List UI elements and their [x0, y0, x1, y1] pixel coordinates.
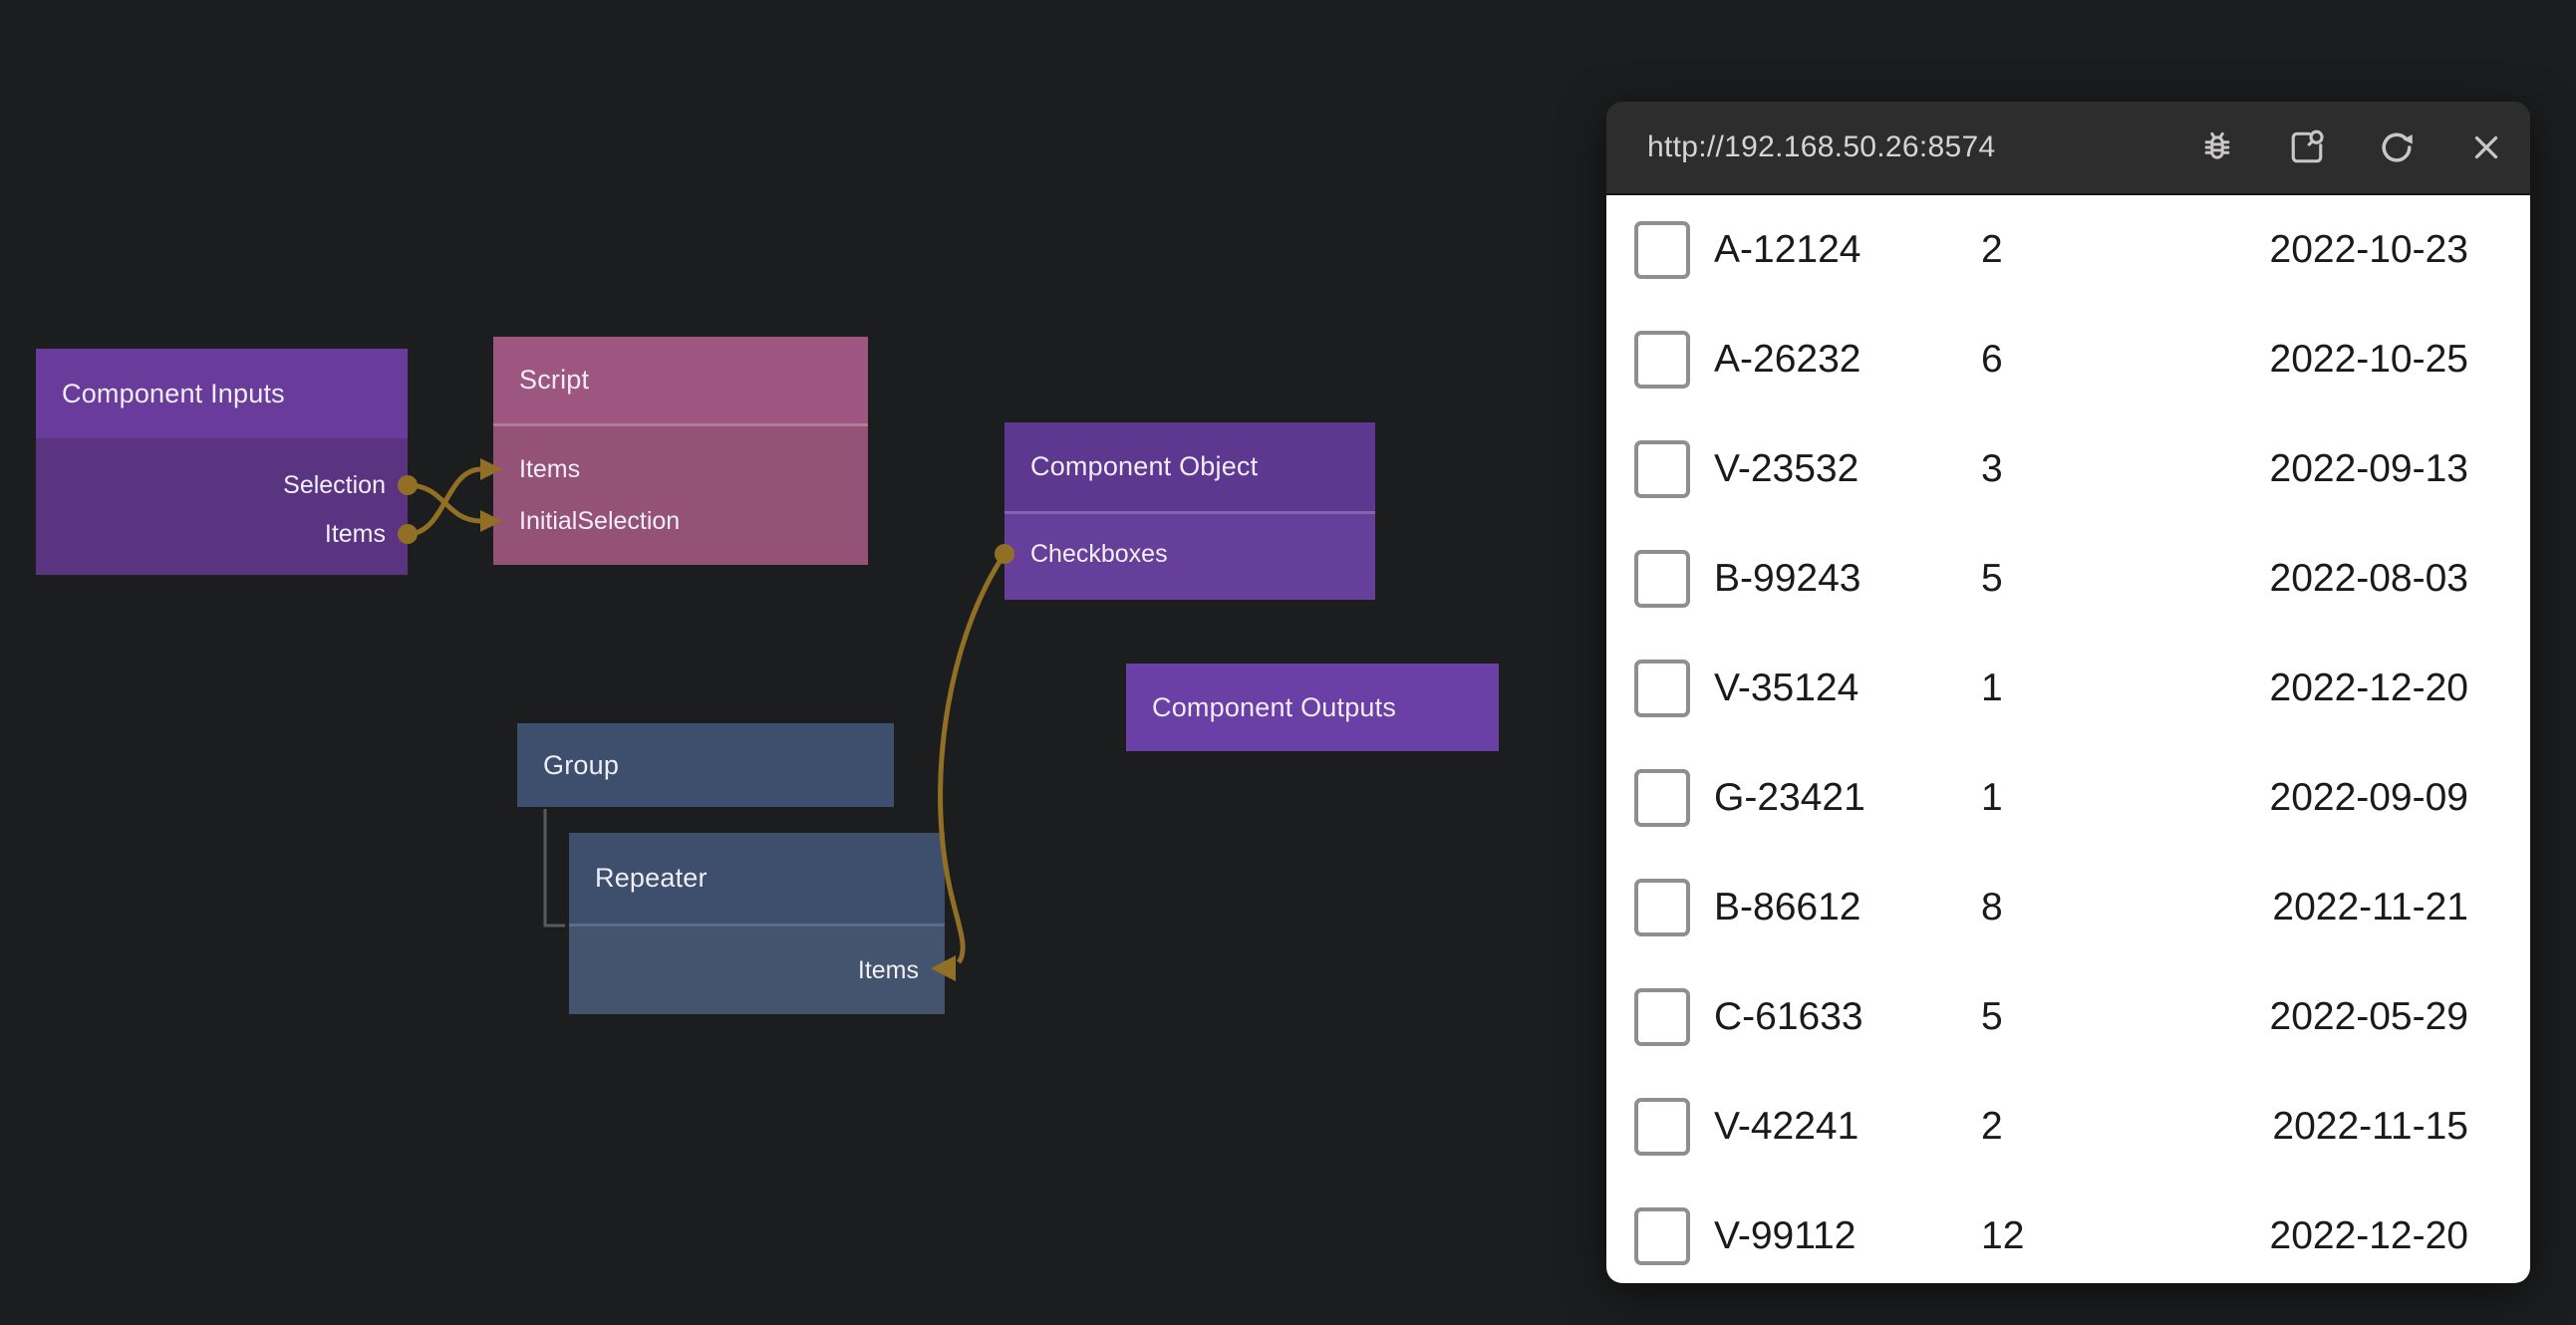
row-qty: 1 — [1981, 666, 2003, 709]
row-date: 2022-05-29 — [2269, 995, 2469, 1038]
row-date: 2022-09-09 — [2269, 776, 2469, 819]
table-row: B-86612 8 2022-11-21 — [1606, 853, 2530, 962]
input-port-items[interactable]: Items — [519, 455, 581, 483]
inspect-page-icon[interactable] — [2285, 126, 2329, 169]
close-icon[interactable] — [2464, 126, 2508, 169]
row-qty: 5 — [1981, 995, 2003, 1038]
table-row: B-99243 5 2022-08-03 — [1606, 524, 2530, 634]
node-component-object[interactable]: Component Object Checkboxes — [1004, 422, 1375, 600]
node-ports: Items — [569, 924, 945, 1014]
row-id: B-99243 — [1714, 557, 1861, 600]
node-repeater[interactable]: Repeater Items — [569, 833, 945, 1014]
refresh-icon[interactable] — [2375, 126, 2419, 169]
row-checkbox[interactable] — [1634, 988, 1690, 1046]
row-qty: 2 — [1981, 1105, 2003, 1148]
node-component-outputs[interactable]: Component Outputs — [1126, 663, 1499, 751]
row-checkbox[interactable] — [1634, 331, 1690, 389]
row-id: B-86612 — [1714, 886, 1861, 928]
table-row: V-42241 2 2022-11-15 — [1606, 1072, 2530, 1182]
row-checkbox[interactable] — [1634, 1098, 1690, 1156]
node-ports: Checkboxes — [1004, 511, 1375, 600]
row-qty: 3 — [1981, 447, 2003, 490]
table-row: V-99112 12 2022-12-20 — [1606, 1182, 2530, 1283]
row-checkbox[interactable] — [1634, 221, 1690, 279]
row-id: G-23421 — [1714, 776, 1865, 819]
table-row: G-23421 1 2022-09-09 — [1606, 743, 2530, 853]
input-port-initialselection[interactable]: InitialSelection — [519, 507, 681, 535]
debug-bug-icon[interactable] — [2195, 126, 2239, 169]
wire-selection-to-initialselection[interactable] — [407, 482, 482, 524]
row-date: 2022-12-20 — [2269, 666, 2469, 709]
row-date: 2022-10-23 — [2269, 228, 2469, 271]
row-date: 2022-09-13 — [2269, 447, 2469, 490]
output-port-items[interactable]: Items — [324, 520, 386, 548]
node-title: Component Inputs — [36, 349, 408, 438]
node-title: Component Outputs — [1126, 663, 1499, 751]
row-qty: 1 — [1981, 776, 2003, 819]
tree-connector-line — [543, 809, 565, 928]
table-row: A-26232 6 2022-10-25 — [1606, 305, 2530, 414]
wire-items-to-items[interactable] — [407, 466, 482, 537]
output-port-selection[interactable]: Selection — [283, 471, 386, 499]
row-id: V-23532 — [1714, 447, 1860, 490]
table-row: V-35124 1 2022-12-20 — [1606, 634, 2530, 743]
row-id: A-26232 — [1714, 338, 1861, 381]
row-date: 2022-11-21 — [2272, 886, 2468, 928]
preview-toolbar — [2195, 126, 2508, 169]
row-id: V-35124 — [1714, 666, 1860, 709]
row-date: 2022-11-15 — [2272, 1105, 2468, 1148]
preview-window: http://192.168.50.26:8574 — [1606, 102, 2530, 1283]
table-row: A-12124 2 2022-10-23 — [1606, 195, 2530, 305]
node-title: Repeater — [569, 833, 945, 924]
row-checkbox[interactable] — [1634, 769, 1690, 827]
node-ports: Selection Items — [36, 438, 408, 575]
node-title: Group — [517, 723, 894, 807]
wire-checkboxes-to-repeater-items[interactable] — [938, 552, 1007, 964]
node-title: Script — [493, 337, 868, 423]
preview-url[interactable]: http://192.168.50.26:8574 — [1647, 131, 1996, 163]
row-qty: 6 — [1981, 338, 2003, 381]
row-checkbox[interactable] — [1634, 1207, 1690, 1265]
row-date: 2022-08-03 — [2269, 557, 2469, 600]
node-group[interactable]: Group — [517, 723, 894, 807]
node-script[interactable]: Script Items InitialSelection — [493, 337, 868, 565]
row-checkbox[interactable] — [1634, 879, 1690, 936]
table-row: V-23532 3 2022-09-13 — [1606, 414, 2530, 524]
row-checkbox[interactable] — [1634, 660, 1690, 717]
row-qty: 5 — [1981, 557, 2003, 600]
input-port-checkboxes[interactable]: Checkboxes — [1030, 540, 1168, 568]
row-id: C-61633 — [1714, 995, 1863, 1038]
row-date: 2022-12-20 — [2269, 1214, 2469, 1257]
node-title: Component Object — [1004, 422, 1375, 511]
row-id: V-99112 — [1714, 1214, 1857, 1257]
input-port-items[interactable]: Items — [857, 956, 919, 984]
row-id: V-42241 — [1714, 1105, 1860, 1148]
preview-content: A-12124 2 2022-10-23 A-26232 6 2022-10-2… — [1606, 195, 2530, 1283]
table-row: C-61633 5 2022-05-29 — [1606, 962, 2530, 1072]
row-id: A-12124 — [1714, 228, 1861, 271]
preview-titlebar[interactable]: http://192.168.50.26:8574 — [1606, 102, 2530, 195]
row-qty: 12 — [1981, 1214, 2025, 1257]
node-component-inputs[interactable]: Component Inputs Selection Items — [36, 349, 408, 575]
row-checkbox[interactable] — [1634, 440, 1690, 498]
row-qty: 8 — [1981, 886, 2003, 928]
node-ports: Items InitialSelection — [493, 423, 868, 565]
row-date: 2022-10-25 — [2269, 338, 2469, 381]
row-checkbox[interactable] — [1634, 550, 1690, 608]
row-qty: 2 — [1981, 228, 2003, 271]
